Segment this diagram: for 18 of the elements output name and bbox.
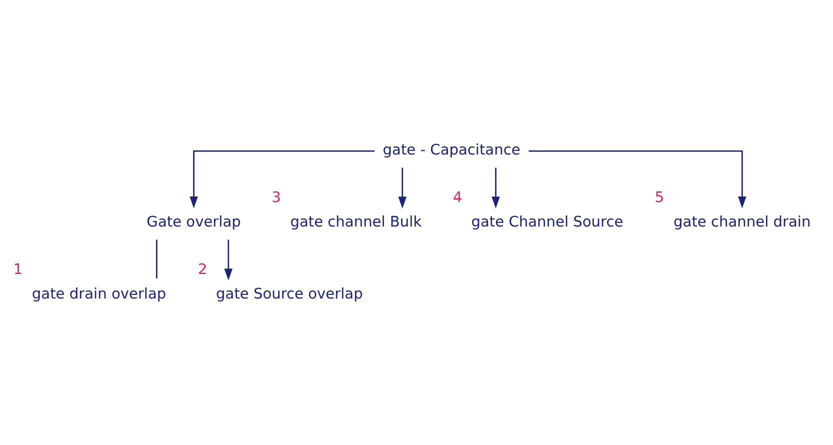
arrow xyxy=(398,167,407,208)
connector xyxy=(156,239,158,278)
node-label: 4 xyxy=(452,188,462,206)
node-text: gate channel Bulk xyxy=(290,212,422,230)
arrow xyxy=(190,150,375,208)
arrow xyxy=(528,150,746,208)
arrow xyxy=(224,239,233,280)
node-text: gate channel drain xyxy=(674,212,811,230)
node-text: gate Channel Source xyxy=(471,212,624,230)
node-text: gate - Capacitance xyxy=(382,141,520,158)
node-text: gate Source overlap xyxy=(216,284,363,302)
node-label: 5 xyxy=(654,188,664,206)
node-label: 3 xyxy=(272,188,281,206)
node-label: 1 xyxy=(13,260,23,278)
arrow xyxy=(492,167,500,208)
node-label: 2 xyxy=(198,260,208,278)
node-text: gate drain overlap xyxy=(32,284,166,302)
node-text: Gate overlap xyxy=(146,212,241,230)
